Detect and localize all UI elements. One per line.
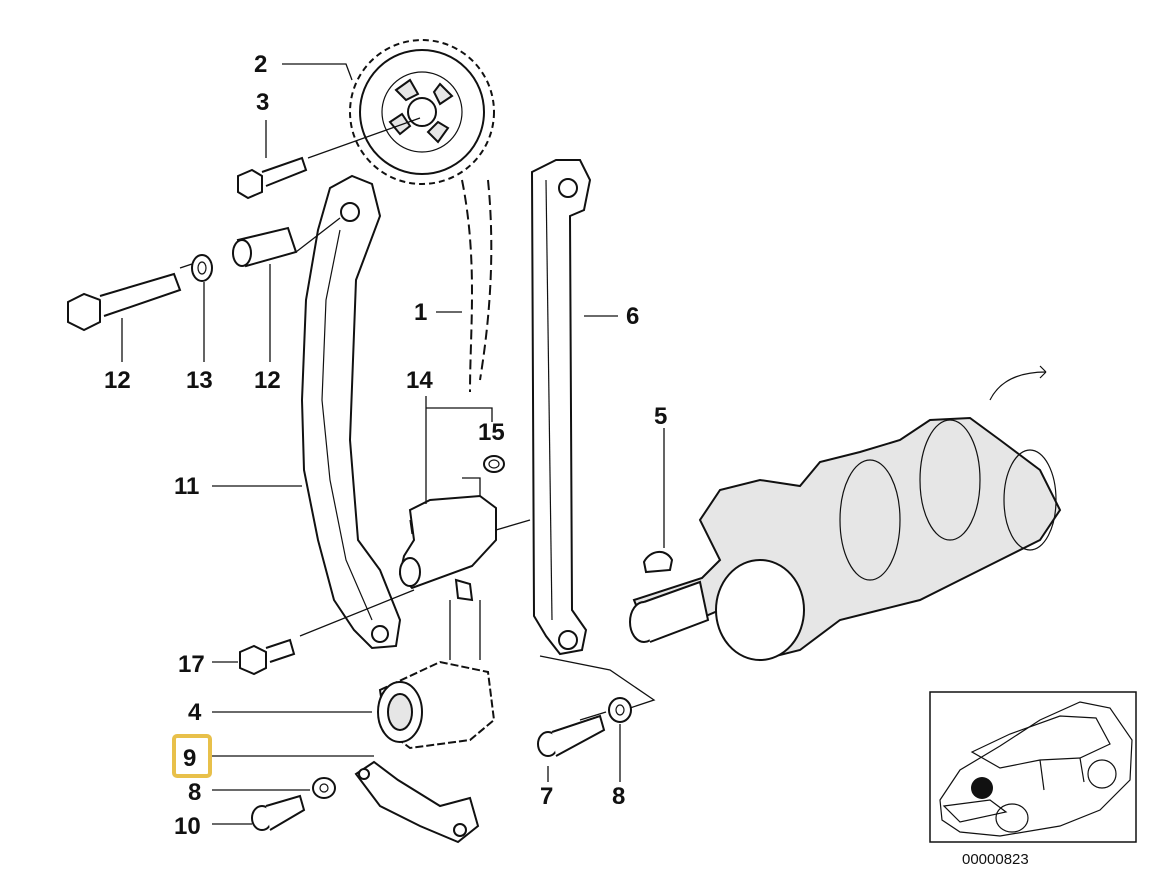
- leader-lines: [121, 63, 665, 825]
- callout-6[interactable]: 6: [626, 303, 639, 330]
- callout-9[interactable]: 9: [183, 745, 196, 772]
- washer-14[interactable]: [191, 254, 213, 282]
- car-locator-inset: [929, 691, 1137, 843]
- callout-7[interactable]: 7: [540, 783, 553, 810]
- callout-8-left[interactable]: 8: [188, 779, 201, 806]
- bolt-3[interactable]: [237, 156, 308, 200]
- callout-15[interactable]: 14: [406, 367, 433, 394]
- callout-17[interactable]: 17: [178, 651, 205, 678]
- washer-8-left[interactable]: [312, 777, 336, 799]
- callout-10[interactable]: 10: [174, 813, 201, 840]
- reference-number: 00000823: [962, 851, 1029, 868]
- callout-11[interactable]: 11: [174, 473, 199, 500]
- callout-13[interactable]: 12: [104, 367, 131, 394]
- bolt-10[interactable]: [251, 794, 306, 831]
- callout-5[interactable]: 5: [654, 403, 667, 430]
- callout-labels: 2 3 1 6 12 13 12 14 15 5 11 17 4 9 8 10 …: [104, 51, 667, 840]
- chain-tensioner[interactable]: [398, 494, 497, 602]
- callout-16[interactable]: 15: [478, 419, 505, 446]
- chain-guide-9[interactable]: [354, 760, 480, 844]
- callout-1[interactable]: 1: [414, 299, 427, 326]
- engine-location-dot: [971, 777, 993, 799]
- bolt-13[interactable]: [67, 272, 182, 332]
- callout-12[interactable]: 12: [254, 367, 281, 394]
- crankshaft[interactable]: [629, 365, 1062, 662]
- crankshaft-sprocket[interactable]: [377, 660, 496, 750]
- bushing-12[interactable]: [232, 226, 298, 268]
- callout-3[interactable]: 3: [256, 89, 269, 116]
- bolt-17[interactable]: [239, 638, 296, 676]
- washer-8-right[interactable]: [608, 697, 632, 723]
- guide-rail[interactable]: [530, 159, 592, 656]
- bolt-7[interactable]: [537, 714, 606, 757]
- tensioner-rail[interactable]: [300, 174, 402, 650]
- camshaft-sprocket[interactable]: [349, 39, 495, 185]
- callout-2[interactable]: 2: [254, 51, 267, 78]
- callout-8-right[interactable]: 8: [612, 783, 625, 810]
- callout-4[interactable]: 4: [188, 699, 202, 726]
- woodruff-key-5[interactable]: [642, 551, 674, 574]
- callout-14[interactable]: 13: [186, 367, 213, 394]
- timing-chain[interactable]: [461, 179, 493, 393]
- seal-ring-16[interactable]: [483, 455, 505, 473]
- callout-9-highlight: [172, 734, 212, 778]
